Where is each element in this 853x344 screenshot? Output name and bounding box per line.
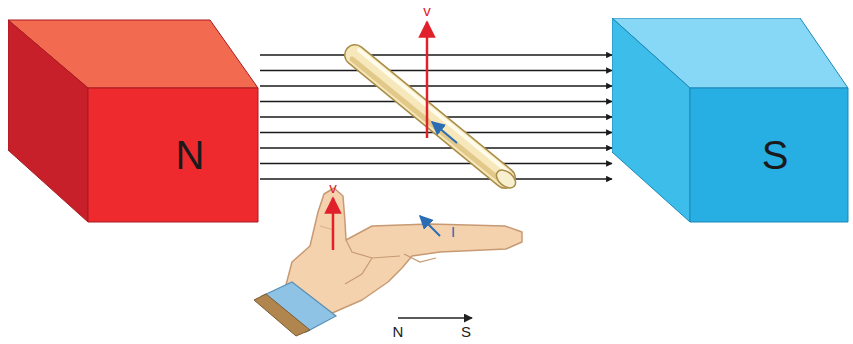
velocity-arrow [426, 22, 429, 138]
magnet-block: S [612, 18, 850, 224]
velocity-label: v [329, 180, 337, 195]
pole-label: N [393, 324, 404, 339]
conductor-rod [352, 50, 519, 191]
field-line [260, 101, 612, 102]
pole-label: S [461, 324, 471, 339]
magnet-shape [8, 18, 260, 224]
current-arrow [432, 122, 457, 143]
field-line [260, 70, 612, 71]
field-line [260, 54, 612, 55]
magnet-block: N [8, 18, 260, 224]
field-line [260, 147, 612, 148]
field-direction-arrow [398, 317, 472, 319]
pole-letter: S [762, 135, 789, 175]
magnet-shape [612, 18, 850, 224]
pole-letter: N [176, 135, 205, 175]
current-label: I [451, 224, 455, 239]
finger-current-arrow [420, 216, 440, 236]
velocity-label: v [423, 3, 431, 18]
field-line [260, 85, 612, 86]
field-line [260, 163, 612, 164]
thumb-velocity-arrow [332, 198, 335, 250]
right-hand [254, 188, 522, 336]
field-line [260, 178, 612, 179]
